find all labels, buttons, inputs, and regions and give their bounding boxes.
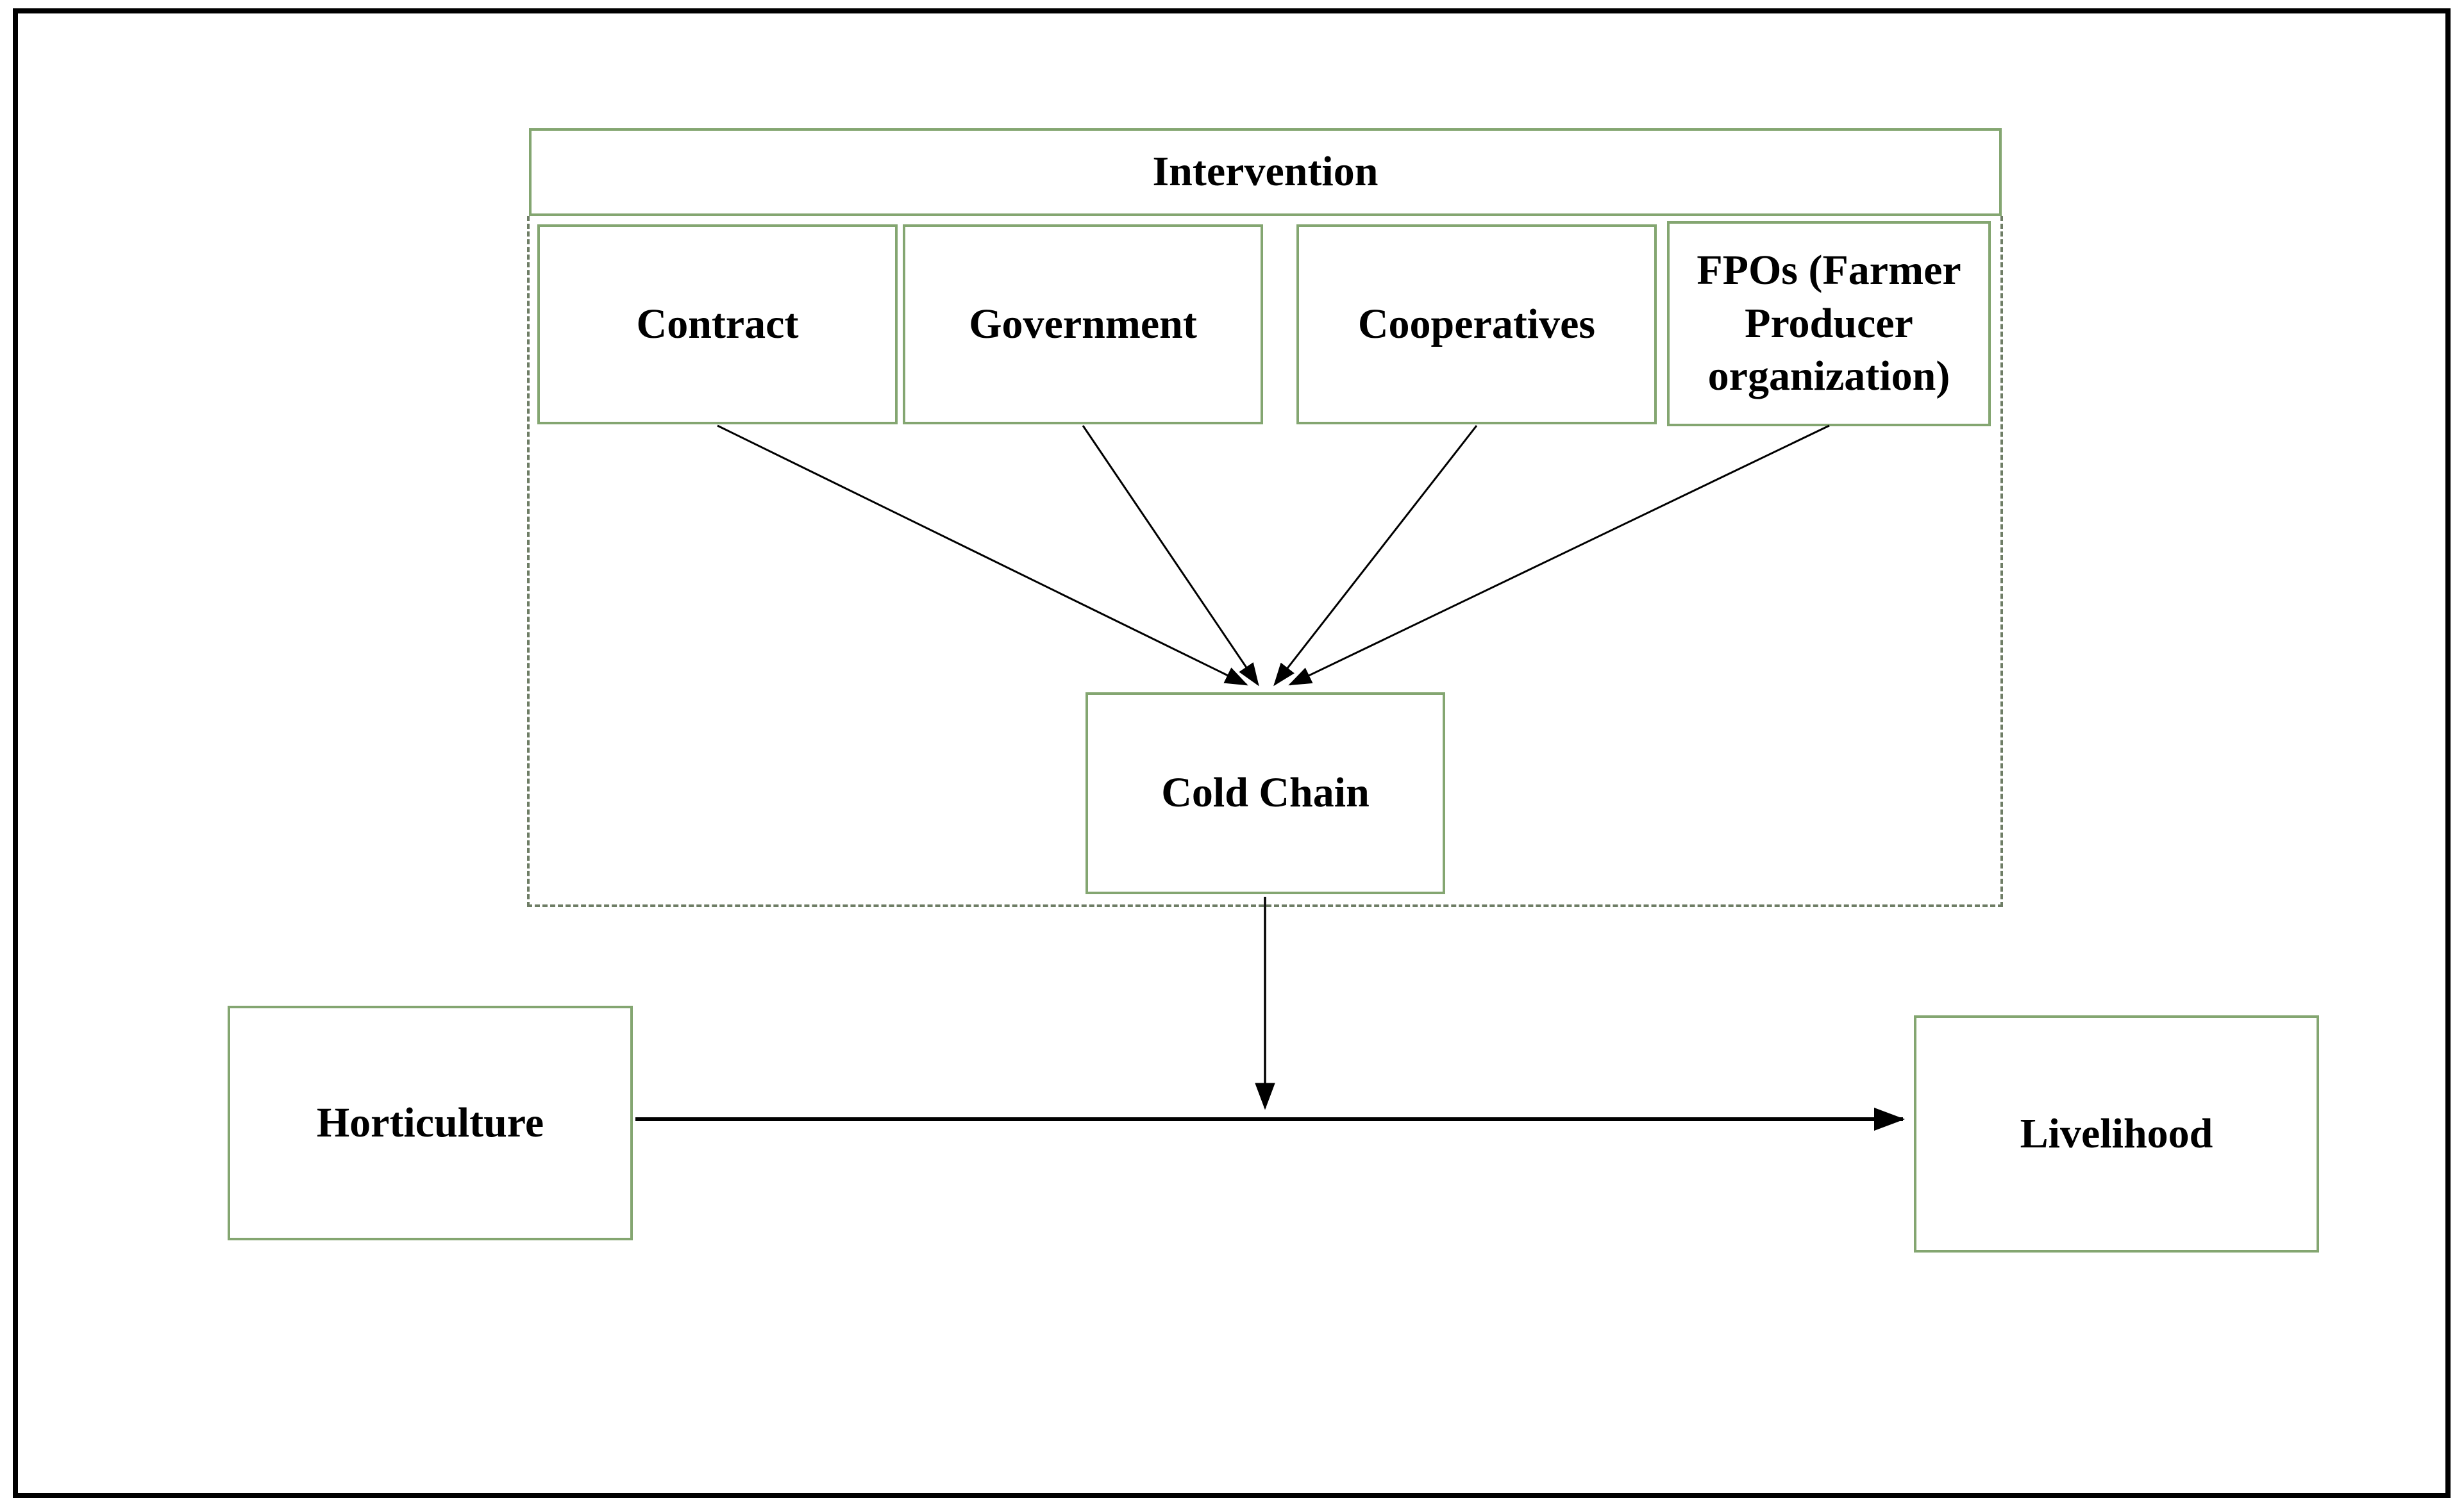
contract-label: Contract	[636, 300, 799, 347]
cold-chain-label: Cold Chain	[1161, 769, 1370, 817]
fpos-box: FPOs (Farmer Producer organization)	[1667, 221, 1991, 426]
contract-box: Contract	[537, 224, 898, 424]
cooperatives-box: Cooperatives	[1296, 224, 1657, 424]
horticulture-box: Horticulture	[228, 1006, 633, 1240]
cooperatives-label: Cooperatives	[1357, 300, 1596, 347]
intervention-header-label: Intervention	[1152, 148, 1379, 196]
livelihood-label: Livelihood	[2020, 1110, 2213, 1157]
livelihood-box: Livelihood	[1914, 1015, 2319, 1253]
outer-frame	[13, 8, 2451, 1498]
horticulture-label: Horticulture	[316, 1099, 544, 1146]
cold-chain-box: Cold Chain	[1085, 692, 1445, 894]
intervention-header-box: Intervention	[529, 128, 2002, 216]
government-label: Government	[969, 300, 1197, 347]
government-box: Government	[903, 224, 1263, 424]
fpos-label: FPOs (Farmer Producer organization)	[1697, 247, 1961, 400]
